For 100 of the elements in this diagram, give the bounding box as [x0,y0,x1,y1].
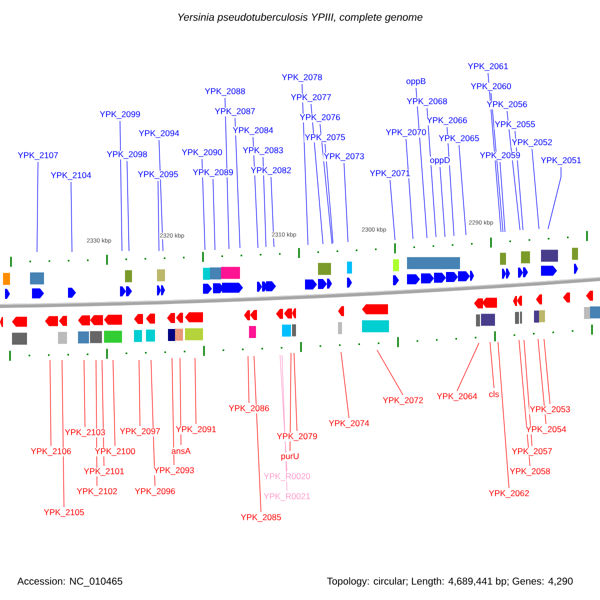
gene-label: YPK_2105 [43,508,85,518]
gene-label: YPK_2074 [328,420,370,428]
leader-line [320,124,332,244]
gene-label: YPK_2099 [99,110,141,120]
leader-line [426,108,436,238]
gene-label: YPK_2059 [479,152,521,160]
gene-label: YPK_2098 [106,150,148,160]
gene-label: YPK_2100 [94,448,136,456]
leader-line [248,356,250,404]
leader-line [150,360,156,486]
gene-label: YPK_2082 [250,166,292,176]
gene-label: YPK_2054 [525,426,567,434]
gene-label: YPK_2086 [228,404,270,414]
gene-label: YPK_2053 [529,406,571,414]
leader-line [290,352,292,452]
gene-label: YPK_2107 [17,152,59,160]
gene-label: YPK_2062 [488,490,530,498]
leader-line [84,360,86,428]
gene-label: YPK_2084 [232,126,274,136]
leader-line [36,162,38,252]
gene-label: YPK_2106 [30,448,72,456]
info-text: Topology: circular; Length: 4,689,441 bp; Genes: 4,290 [327,577,573,587]
gene-label: ansA [170,448,192,454]
gene-label: YPK_2077 [290,94,332,102]
gene-label: YPK_2057 [511,448,553,456]
gene-label: YPK_2068 [406,98,448,106]
gene-label: YPK_2102 [76,488,118,496]
leader-line [224,98,230,250]
leader-line [344,162,348,242]
leader-line [500,162,506,232]
leader-line [62,360,64,508]
leader-line [376,350,404,396]
gene-label: YPK_2094 [138,130,180,138]
leader-line [458,144,466,236]
gene-label: YPK_2070 [385,128,427,138]
gene-label: YPK_R0020 [263,472,311,482]
leader-line [302,84,308,246]
gene-label: YPK_2066 [426,116,468,126]
leader-line [446,126,454,236]
gene-label: YPK_2093 [153,466,195,476]
leader-line [538,338,546,424]
leader-line [498,342,510,488]
leader-line [180,358,182,446]
leader-line [212,178,216,250]
gene-label: cls [488,390,500,398]
gene-label: YPK_2088 [204,88,246,96]
gene-label: YPK_2076 [299,114,341,122]
leader-line [202,158,206,250]
leader-line [158,180,160,252]
leader-line [440,166,446,238]
gene-label: YPK_2078 [281,74,323,82]
leader-line [294,352,298,432]
gene-label: YPK_2075 [304,134,346,142]
gene-label: YPK_2095 [137,170,179,180]
gene-label: YPK_2090 [181,148,223,158]
leader-line [282,354,288,492]
gene-label: YPK_2083 [242,146,284,156]
leader-line [270,176,274,248]
gene-label: YPK_2072 [382,396,424,406]
leader-line [262,156,266,248]
gene-label: YPK_2089 [192,168,234,178]
info-text: Accession: NC_010465 [17,577,122,587]
leader-line [70,182,72,252]
title: Yersinia pseudotuberculosis YPIII, complete genome [178,13,422,23]
gene-label: YPK_2064 [436,392,478,402]
gene-label: YPK_2101 [83,468,125,476]
leader-line [50,360,52,446]
gene-label: oppB [406,78,426,86]
gene-label: YPK_2091 [175,426,217,434]
leader-line [406,138,414,240]
leader-line [254,356,262,512]
gene-label: YPK_2056 [486,100,528,110]
gene-label: YPK_2058 [509,468,551,476]
leader-line [138,360,140,426]
leader-line [548,166,562,230]
leader-line [340,352,350,418]
leader-line [310,104,324,244]
leader-line [532,148,540,230]
gene-label: purU [280,452,300,462]
leader-line [490,92,504,232]
leader-line [172,358,174,466]
leader-line [126,160,130,252]
leader-line [194,358,196,424]
leader-line [234,118,240,248]
leader-line [390,180,396,240]
leader-line [456,342,480,392]
leader-line [280,354,288,472]
gene-label: YPK_2085 [240,514,282,522]
gene-label: YPK_2103 [64,428,106,438]
leader-line [544,338,550,404]
leader-line [490,342,494,388]
leader-line [120,120,122,252]
gene-label: YPK_2097 [119,428,161,436]
gene-label: YPK_2055 [494,120,536,130]
gene-label: YPK_2096 [134,488,176,496]
gene-label: YPK_R0021 [263,492,311,502]
leader-line [416,88,428,238]
gene-label: YPK_2061 [467,62,509,72]
leader-line [324,144,334,244]
leader-line [112,360,116,446]
